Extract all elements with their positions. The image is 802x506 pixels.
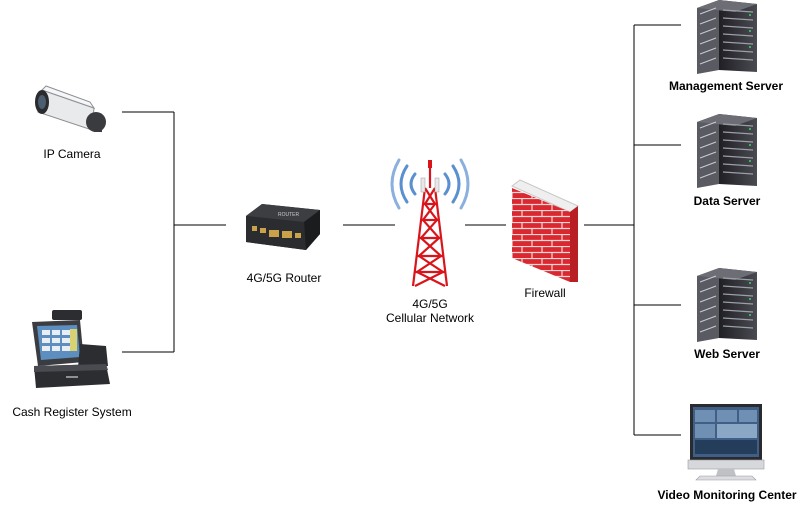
data-server-icon [696,113,758,189]
cash-register-label: Cash Register System [12,405,132,419]
management-server-label: Management Server [668,79,784,93]
web-server-icon [696,267,758,343]
data-server-label: Data Server [693,194,761,208]
monitor-icon [687,404,765,481]
cellular-label-line2: Cellular Network [385,311,475,325]
video-monitoring-center-label: Video Monitoring Center [657,488,797,502]
ip-camera-label: IP Camera [43,147,101,161]
svg-text:ROUTER: ROUTER [278,212,300,218]
router-icon: ROUTER [246,204,320,250]
cell-tower-icon [390,158,470,287]
cash-register-icon [32,310,110,388]
management-server-icon [696,0,758,75]
firewall-icon [511,179,579,282]
router-label: 4G/5G Router [246,271,322,285]
ip-camera-icon [35,85,106,132]
cellular-label-line1: 4G/5G [412,297,448,311]
connector-lines [122,24,681,436]
web-server-label: Web Server [694,347,760,361]
firewall-label: Firewall [524,286,566,300]
